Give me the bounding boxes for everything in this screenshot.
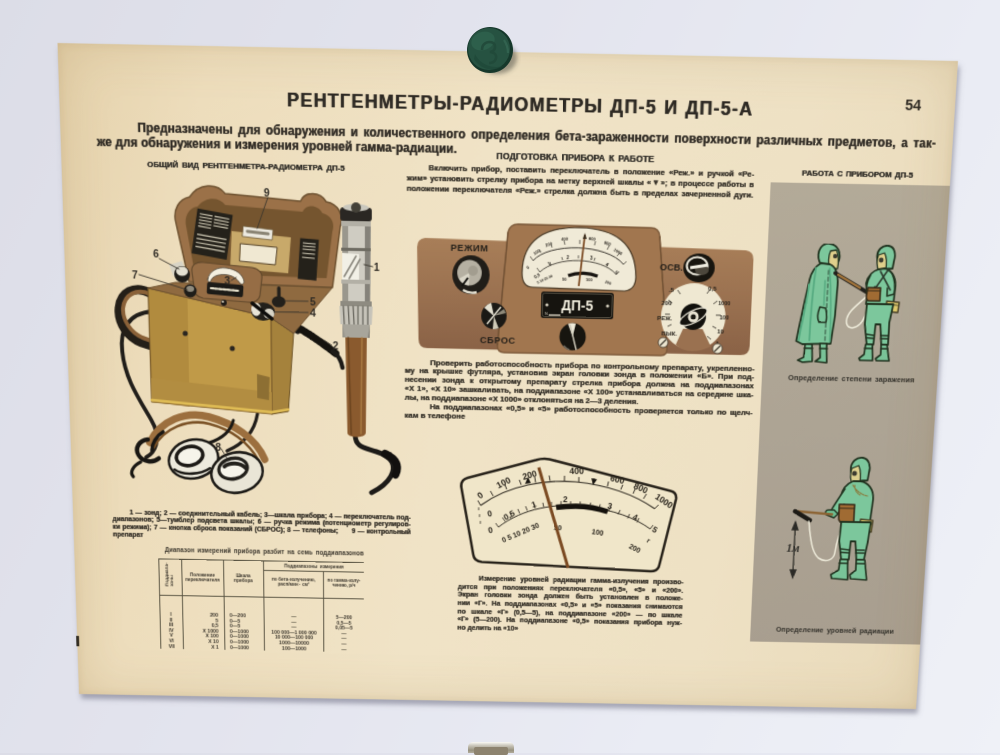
svg-text:.5: .5 <box>669 287 675 294</box>
svg-text:0,5: 0,5 <box>708 286 717 293</box>
svg-text:ОСВ.: ОСВ. <box>660 262 684 273</box>
svg-text:800: 800 <box>604 240 613 247</box>
svg-text:400: 400 <box>569 465 584 476</box>
svg-text:3: 3 <box>224 276 230 288</box>
svg-text:0: 0 <box>525 265 530 271</box>
svg-text:1: 1 <box>374 262 380 274</box>
svg-text:600: 600 <box>588 236 596 242</box>
svg-text:50: 50 <box>562 277 567 282</box>
svg-text:1м: 1м <box>786 542 800 555</box>
svg-text:200: 200 <box>628 542 643 555</box>
svg-text:7: 7 <box>132 270 138 282</box>
svg-text:ДП-5: ДП-5 <box>561 299 593 315</box>
svg-text:100: 100 <box>586 277 593 282</box>
svg-text:200: 200 <box>661 300 672 307</box>
svg-text:РЕЖ.: РЕЖ. <box>657 315 673 322</box>
svg-text:9: 9 <box>264 187 270 199</box>
svg-text:100: 100 <box>533 248 542 256</box>
svg-text:400: 400 <box>561 236 569 242</box>
svg-text:3: 3 <box>607 501 613 511</box>
svg-text:10: 10 <box>717 329 724 336</box>
svg-text:200: 200 <box>545 241 553 248</box>
svg-text:4: 4 <box>631 512 639 522</box>
svg-text:5 10 20 30: 5 10 20 30 <box>536 274 553 285</box>
svg-text:100: 100 <box>495 475 512 491</box>
svg-text:5: 5 <box>650 525 659 535</box>
svg-text:4: 4 <box>310 308 317 320</box>
svg-text:0: 0 <box>487 525 493 535</box>
svg-text:2: 2 <box>567 255 570 260</box>
svg-text:г: г <box>645 536 651 545</box>
svg-text:0: 0 <box>475 490 485 501</box>
svg-text:5: 5 <box>614 270 619 276</box>
svg-text:200: 200 <box>604 279 612 286</box>
svg-text:4: 4 <box>605 262 609 268</box>
svg-text:1000: 1000 <box>653 491 674 510</box>
svg-text:800: 800 <box>632 480 649 495</box>
svg-text:8: 8 <box>215 442 221 453</box>
svg-text:50: 50 <box>554 524 563 532</box>
svg-text:N: N <box>545 312 548 317</box>
svg-text:600: 600 <box>609 472 625 485</box>
svg-text:0 5 10 20 30: 0 5 10 20 30 <box>501 521 541 545</box>
svg-text:3: 3 <box>590 256 593 261</box>
svg-text:0,5: 0,5 <box>502 508 516 522</box>
svg-text:1: 1 <box>530 499 537 509</box>
svg-text:0: 0 <box>487 509 493 519</box>
svg-text:СБРОС: СБРОС <box>480 335 516 346</box>
svg-text:5: 5 <box>310 297 316 309</box>
svg-text:2: 2 <box>333 341 339 353</box>
svg-text:ВЫК.: ВЫК. <box>661 331 677 338</box>
svg-text:100: 100 <box>591 527 605 537</box>
svg-text:6: 6 <box>153 249 159 261</box>
svg-text:1000: 1000 <box>613 247 624 256</box>
svg-text:0,5: 0,5 <box>533 272 541 280</box>
svg-text:200: 200 <box>521 468 538 482</box>
svg-text:1: 1 <box>716 341 720 348</box>
svg-text:1000: 1000 <box>718 301 731 307</box>
svg-text:100: 100 <box>719 315 729 321</box>
svg-text:2: 2 <box>563 495 568 504</box>
svg-text:1: 1 <box>548 261 552 267</box>
svg-text:РЕЖИМ: РЕЖИМ <box>451 243 489 255</box>
